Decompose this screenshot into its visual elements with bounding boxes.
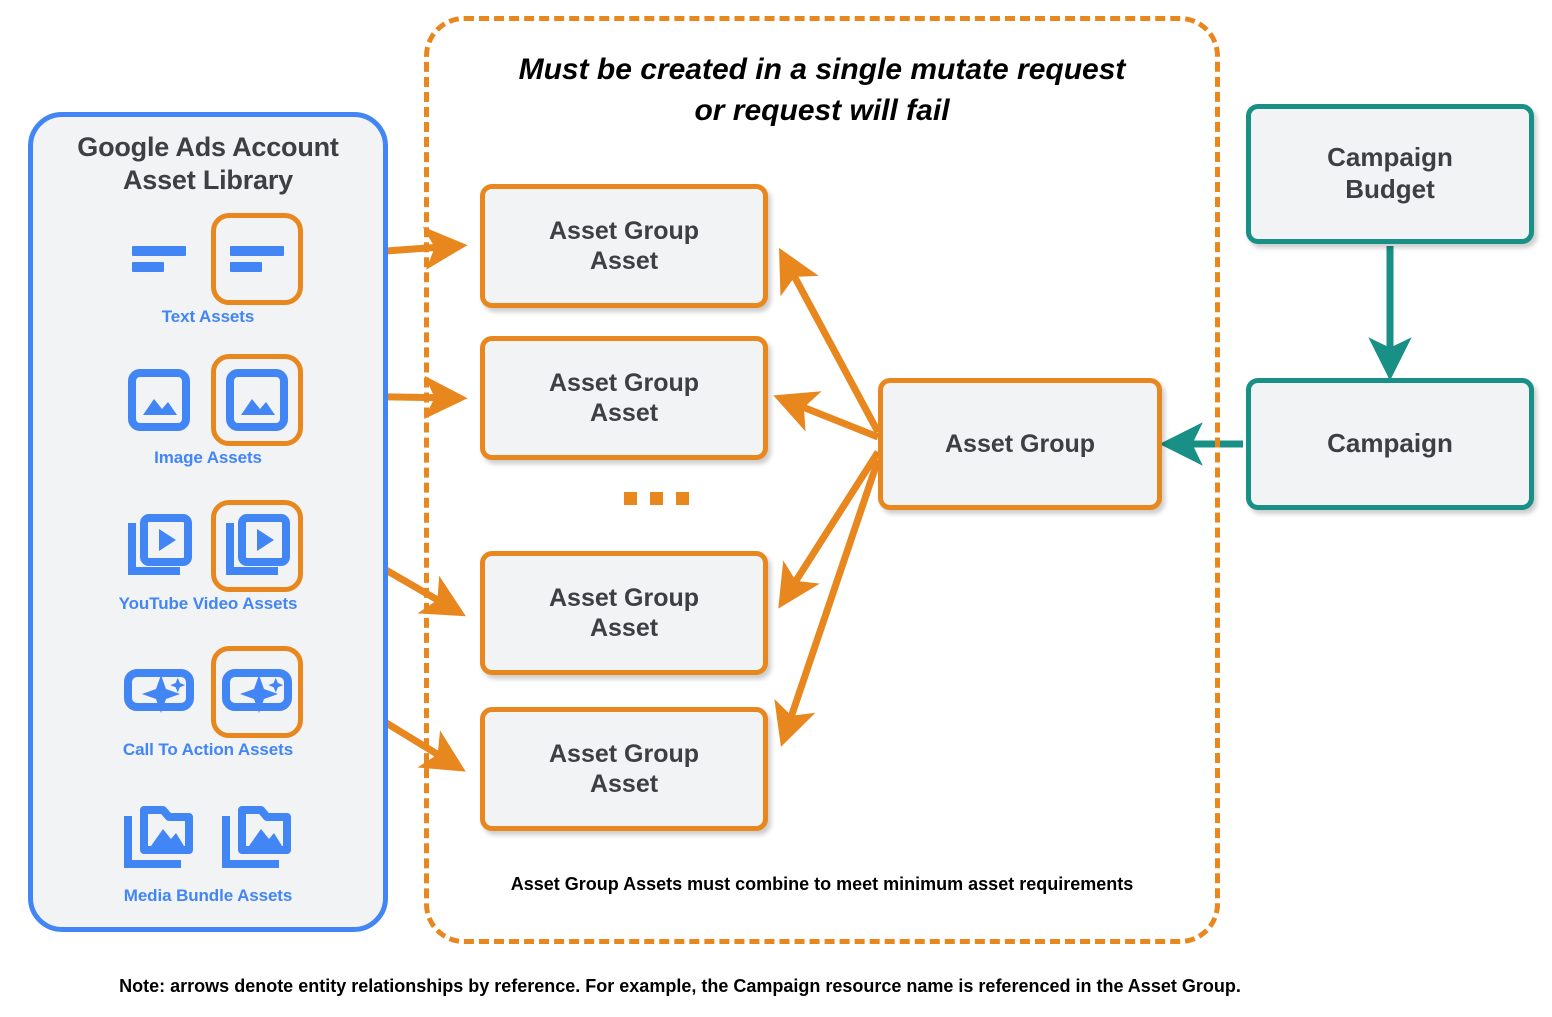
aga-line1: Asset Group (548, 583, 700, 612)
aga-line2: Asset (589, 247, 659, 275)
asset-label-cta: Call To Action Assets (122, 740, 294, 759)
asset-group-asset-box-3[interactable]: Asset Group Asset (480, 551, 768, 675)
asset-icons-cta (33, 646, 383, 738)
video-asset-icon-highlighted[interactable] (211, 500, 303, 592)
asset-row-cta[interactable]: Call To Action Assets (33, 646, 383, 760)
call-to-action-asset-icon (113, 646, 205, 738)
ellipsis-dot-3 (676, 492, 689, 505)
video-asset-icon (113, 500, 205, 592)
campaign-budget-line1: Campaign (1327, 142, 1453, 173)
campaign-label: Campaign (1327, 428, 1453, 459)
asset-group-label: Asset Group (944, 429, 1096, 458)
asset-group-asset-label-3: Asset Group Asset (549, 583, 699, 644)
call-to-action-asset-icon-highlighted[interactable] (211, 646, 303, 738)
asset-icons-image (33, 354, 383, 446)
asset-label-text: Text Assets (161, 307, 255, 326)
asset-icons-video (33, 500, 383, 592)
asset-row-media-bundle[interactable]: Media Bundle Assets (33, 792, 383, 906)
campaign-box[interactable]: Campaign (1246, 378, 1534, 510)
footer-note: Note: arrows denote entity relationships… (119, 976, 1241, 996)
campaign-budget-box[interactable]: Campaign Budget (1246, 104, 1534, 244)
ellipsis-indicator (624, 492, 689, 505)
asset-group-asset-label-1: Asset Group Asset (549, 216, 699, 277)
asset-library-title-line2: Asset Library (123, 164, 293, 195)
asset-library-title: Google Ads Account Asset Library (33, 131, 383, 197)
aga-line2: Asset (589, 614, 659, 642)
asset-group-asset-label-2: Asset Group Asset (549, 368, 699, 429)
asset-icons-text (33, 213, 383, 305)
campaign-budget-line2: Budget (1345, 174, 1435, 204)
mutate-panel-title-line2: or request will fail (694, 93, 950, 127)
asset-row-video[interactable]: YouTube Video Assets (33, 500, 383, 614)
aga-line2: Asset (589, 770, 659, 798)
mutate-request-panel (424, 16, 1220, 944)
ellipsis-dot-1 (624, 492, 637, 505)
ellipsis-dot-2 (650, 492, 663, 505)
asset-icons-media-bundle (33, 792, 383, 884)
aga-line2: Asset (589, 399, 659, 427)
aga-line1: Asset Group (548, 368, 700, 397)
asset-row-image[interactable]: Image Assets (33, 354, 383, 468)
asset-group-asset-box-4[interactable]: Asset Group Asset (480, 707, 768, 831)
asset-row-text[interactable]: Text Assets (33, 213, 383, 327)
campaign-budget-label: Campaign Budget (1327, 142, 1453, 205)
asset-label-video: YouTube Video Assets (118, 594, 298, 613)
asset-group-asset-box-1[interactable]: Asset Group Asset (480, 184, 768, 308)
asset-label-media-bundle: Media Bundle Assets (123, 886, 293, 905)
mutate-panel-title: Must be created in a single mutate reque… (424, 50, 1220, 131)
image-asset-icon (113, 354, 205, 446)
asset-group-asset-box-2[interactable]: Asset Group Asset (480, 336, 768, 460)
aga-line1: Asset Group (548, 739, 700, 768)
mutate-panel-title-line1: Must be created in a single mutate reque… (518, 53, 1126, 86)
mutate-panel-footnote: Asset Group Assets must combine to meet … (510, 874, 1134, 894)
aga-line1: Asset Group (548, 216, 700, 245)
media-bundle-asset-icon-2 (211, 792, 303, 884)
asset-library-title-line1: Google Ads Account (77, 132, 339, 162)
asset-label-image: Image Assets (154, 448, 262, 467)
asset-group-asset-label-4: Asset Group Asset (549, 739, 699, 800)
asset-group-box[interactable]: Asset Group (878, 378, 1162, 510)
text-asset-icon-highlighted[interactable] (211, 213, 303, 305)
media-bundle-asset-icon (113, 792, 205, 884)
image-asset-icon-highlighted[interactable] (211, 354, 303, 446)
text-asset-icon (113, 213, 205, 305)
asset-library-panel: Google Ads Account Asset Library (28, 112, 388, 932)
